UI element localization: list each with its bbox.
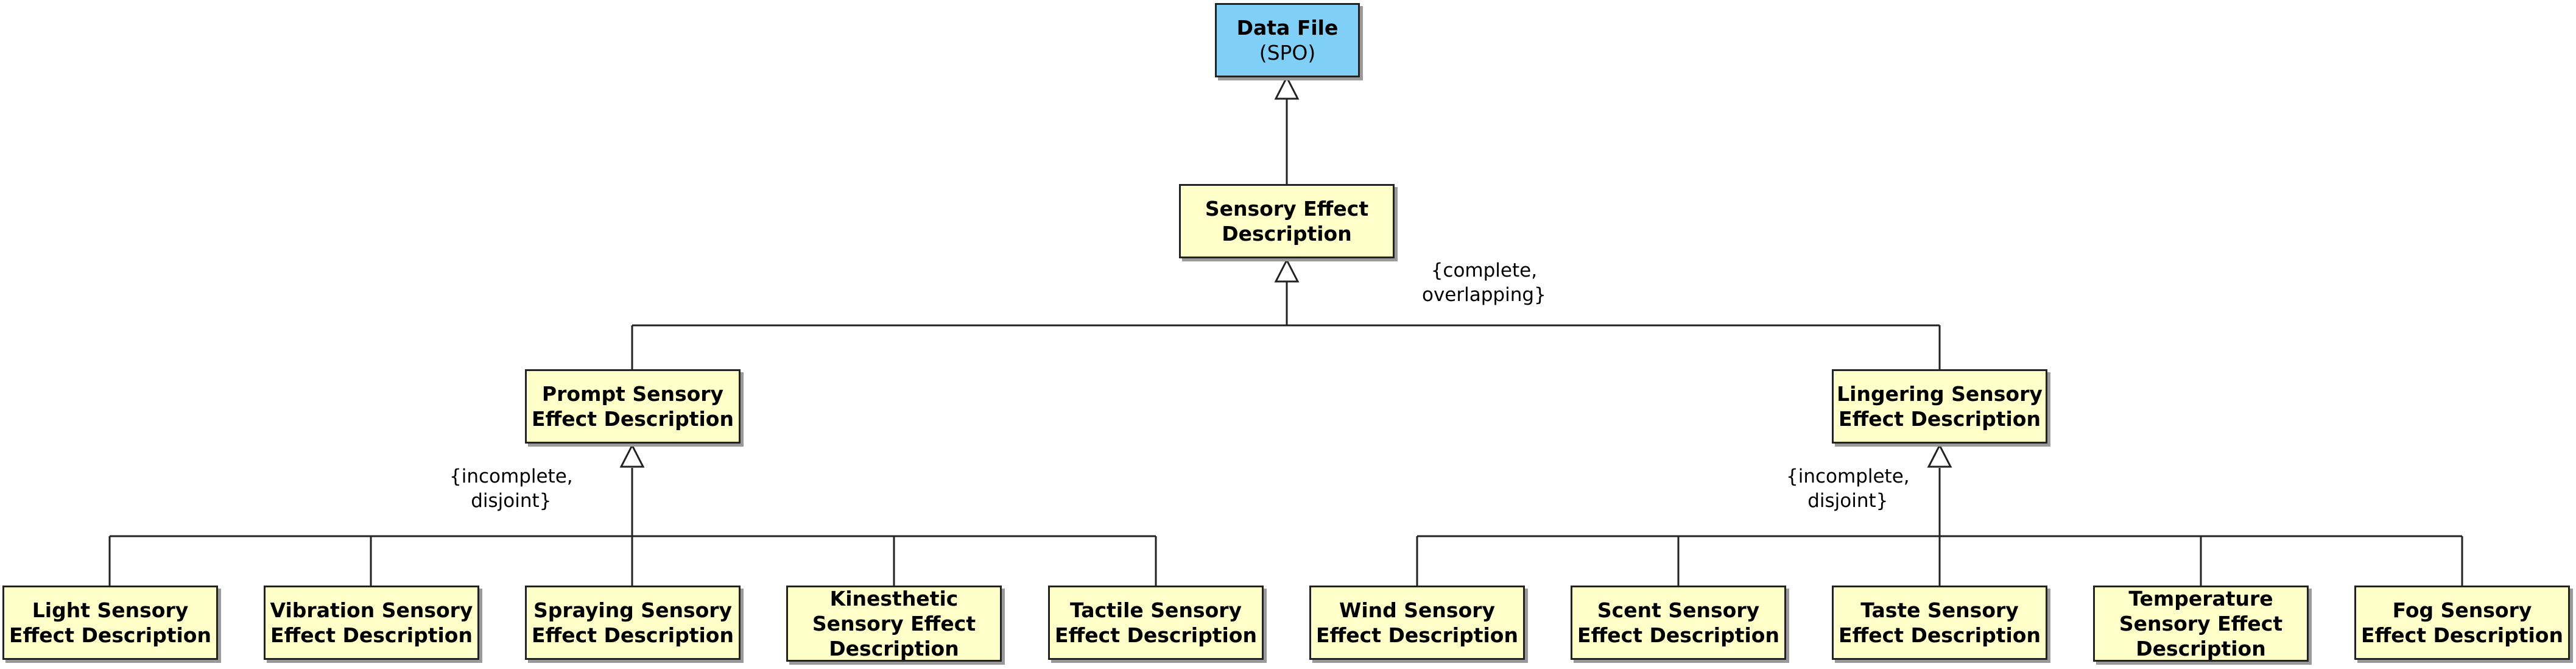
constraint-line2: disjoint} xyxy=(1807,490,1888,512)
class-spraying-sensory-effect-description[interactable]: Spraying Sensory Effect Description xyxy=(525,586,741,660)
class-name-line1: Kinesthetic xyxy=(829,586,959,611)
class-name-line1: Temperature xyxy=(2128,586,2273,611)
constraint-line1: {complete, xyxy=(1431,260,1538,281)
class-name-line1: Sensory Effect xyxy=(1205,196,1369,221)
constraint-line2: overlapping} xyxy=(1422,284,1546,306)
class-name-line2: Effect Description xyxy=(532,623,734,647)
class-name-line2: Effect Description xyxy=(2361,623,2563,647)
constraint-line1: {incomplete, xyxy=(449,465,573,487)
class-vibration-sensory-effect-description[interactable]: Vibration Sensory Effect Description xyxy=(264,586,479,660)
class-name-line2: Effect Description xyxy=(1839,623,2041,647)
generalization-arrowhead-prompt xyxy=(619,443,645,468)
constraint-line2: disjoint} xyxy=(471,490,552,512)
class-name-line3: Description xyxy=(2136,637,2266,661)
class-name-line2: Effect Description xyxy=(9,623,211,647)
class-name-line1: Light Sensory xyxy=(32,598,189,622)
constraint-label-prompt: {incomplete, disjoint} xyxy=(449,464,573,514)
class-kinesthetic-sensory-effect-description[interactable]: Kinesthetic Sensory Effect Description xyxy=(786,586,1002,662)
class-tactile-sensory-effect-description[interactable]: Tactile Sensory Effect Description xyxy=(1048,586,1264,660)
constraint-label-lingering: {incomplete, disjoint} xyxy=(1786,464,1910,514)
class-taste-sensory-effect-description[interactable]: Taste Sensory Effect Description xyxy=(1832,586,2047,660)
class-name-line1: Prompt Sensory xyxy=(541,381,724,406)
class-name-line3: Description xyxy=(829,637,959,661)
class-name-line1: Data File xyxy=(1236,15,1339,40)
class-prompt-sensory-effect-description[interactable]: Prompt Sensory Effect Description xyxy=(525,369,741,444)
class-data-file[interactable]: Data File (SPO) xyxy=(1215,3,1360,77)
generalization-arrowhead-lingering xyxy=(1927,443,1952,468)
constraint-label-effect: {complete, overlapping} xyxy=(1422,258,1546,308)
class-stereotype: (SPO) xyxy=(1259,41,1316,65)
class-name-line2: Effect Description xyxy=(1839,407,2041,431)
class-name-line1: Taste Sensory xyxy=(1860,598,2019,622)
class-name-line1: Vibration Sensory xyxy=(270,598,473,622)
class-lingering-sensory-effect-description[interactable]: Lingering Sensory Effect Description xyxy=(1832,369,2047,444)
class-name-line2: Sensory Effect xyxy=(2119,611,2283,635)
class-light-sensory-effect-description[interactable]: Light Sensory Effect Description xyxy=(2,586,218,660)
class-name-line2: Effect Description xyxy=(270,623,473,647)
class-name-line1: Scent Sensory xyxy=(1597,598,1760,622)
constraint-line1: {incomplete, xyxy=(1786,465,1910,487)
class-name-line2: Effect Description xyxy=(1577,623,1779,647)
generalization-arrowhead-effect xyxy=(1274,258,1300,283)
class-temperature-sensory-effect-description[interactable]: Temperature Sensory Effect Description xyxy=(2093,586,2309,662)
class-fog-sensory-effect-description[interactable]: Fog Sensory Effect Description xyxy=(2354,586,2570,660)
class-scent-sensory-effect-description[interactable]: Scent Sensory Effect Description xyxy=(1571,586,1786,660)
class-name-line1: Spraying Sensory xyxy=(533,598,733,622)
class-name-line2: Sensory Effect xyxy=(812,611,976,635)
class-name-line1: Tactile Sensory xyxy=(1069,598,1242,622)
class-name-line2: Effect Description xyxy=(532,407,734,431)
class-name-line2: Effect Description xyxy=(1316,623,1518,647)
class-sensory-effect-description[interactable]: Sensory Effect Description xyxy=(1179,184,1395,258)
class-name-line1: Fog Sensory xyxy=(2392,598,2532,622)
class-name-line1: Lingering Sensory xyxy=(1837,381,2043,406)
class-name-line2: Description xyxy=(1222,222,1352,246)
class-name-line1: Wind Sensory xyxy=(1339,598,1496,622)
generalization-arrowhead-root xyxy=(1274,75,1300,100)
class-wind-sensory-effect-description[interactable]: Wind Sensory Effect Description xyxy=(1309,586,1525,660)
class-name-line2: Effect Description xyxy=(1055,623,1257,647)
